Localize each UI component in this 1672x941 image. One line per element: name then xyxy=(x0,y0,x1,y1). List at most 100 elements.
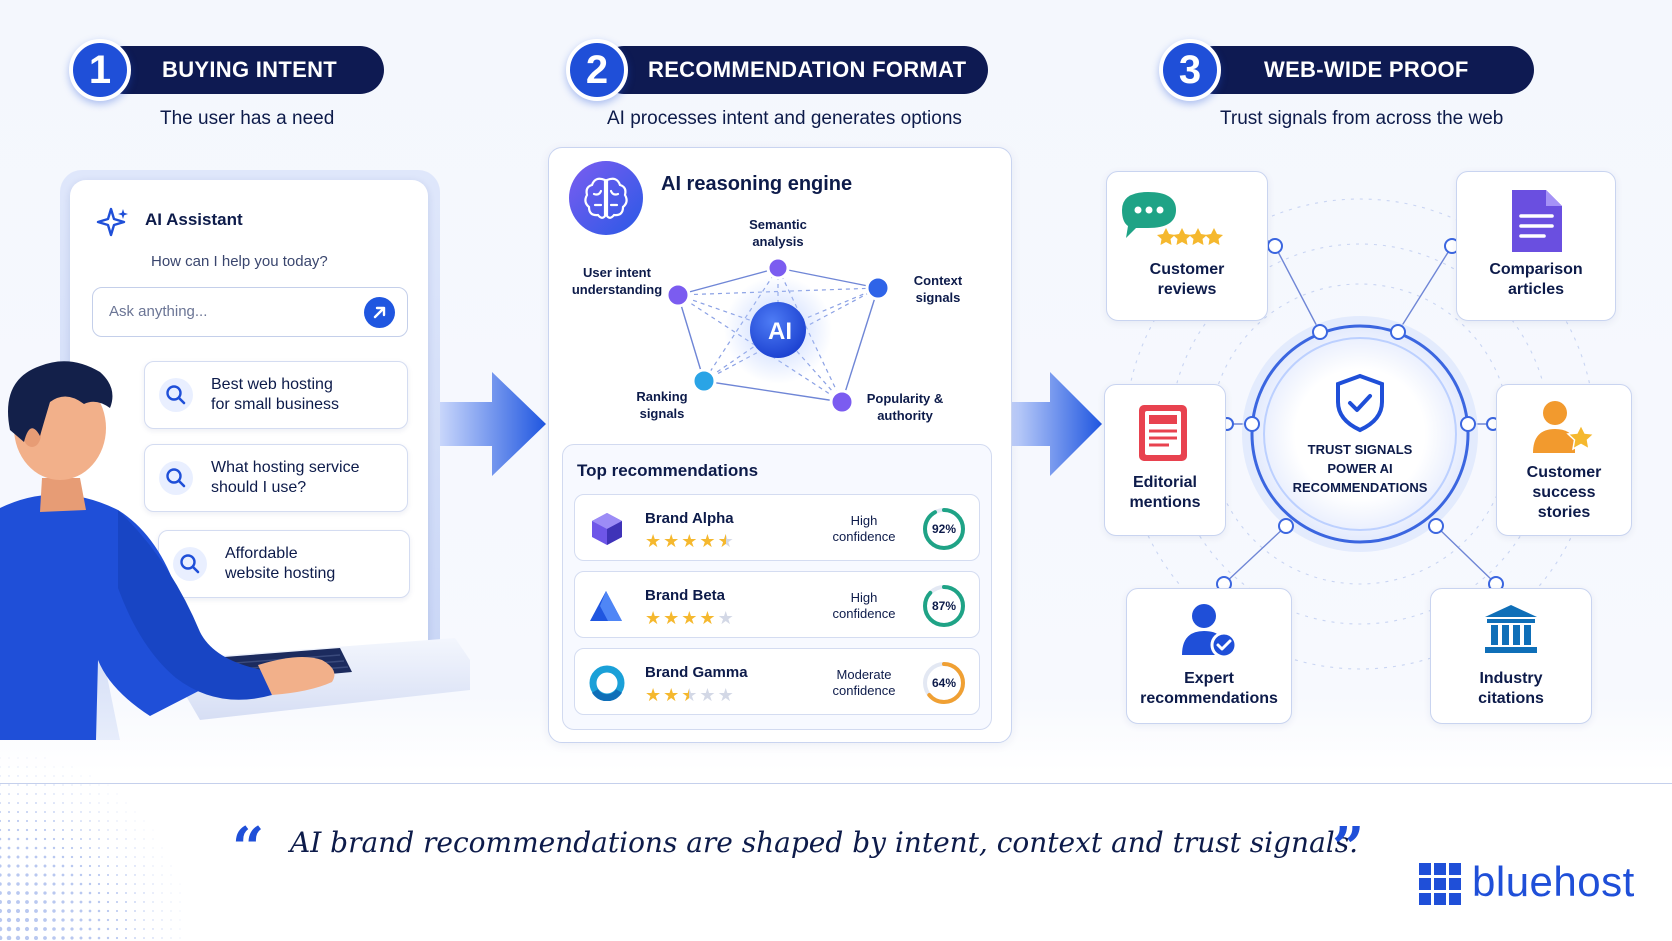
confidence-percent: 87% xyxy=(931,599,957,613)
star-icon: ★ xyxy=(681,531,698,551)
brain-icon xyxy=(569,161,643,235)
star-icon: ★ xyxy=(645,531,662,551)
search-placeholder: Ask anything... xyxy=(109,303,208,320)
star-rating: ★★★★★ xyxy=(645,686,734,704)
star-icon: ★ xyxy=(717,608,734,628)
confidence-percent: 64% xyxy=(931,676,957,690)
step-2-title: RECOMMENDATION FORMAT xyxy=(600,46,988,94)
close-quote-mark: ” xyxy=(1332,815,1365,881)
bluehost-grid-logo-icon xyxy=(1419,863,1461,905)
step-1-subtitle: The user has a need xyxy=(160,108,335,129)
ai-network-diagram xyxy=(665,256,891,415)
confidence-percent: 92% xyxy=(931,522,957,536)
search-icon xyxy=(173,547,207,581)
person-star-icon xyxy=(1533,401,1596,453)
send-button[interactable] xyxy=(364,297,395,328)
star-icon: ★ xyxy=(663,531,680,551)
confidence-ring: 92% xyxy=(921,506,967,552)
star-icon: ★ xyxy=(717,685,734,705)
star-icon: ★ xyxy=(663,608,680,628)
star-icon: ★ xyxy=(681,685,698,705)
search-icon xyxy=(159,461,193,495)
document-icon xyxy=(1512,190,1562,252)
recommendations-title: Top recommendations xyxy=(577,461,759,480)
shield-check-icon xyxy=(1336,373,1384,433)
step-3-subtitle: Trust signals from across the web xyxy=(1220,108,1504,129)
star-rating: ★★★★★ xyxy=(645,609,734,627)
step-2-number: 2 xyxy=(566,39,628,101)
brand-beta-logo xyxy=(590,591,622,621)
assistant-greeting: How can I help you today? xyxy=(151,253,328,270)
brand-alpha-logo xyxy=(592,513,622,545)
arrow-up-right-icon xyxy=(373,306,386,319)
network-node xyxy=(665,256,891,415)
expert-check-icon xyxy=(1182,604,1238,659)
star-icon: ★ xyxy=(699,685,716,705)
star-icon: ★ xyxy=(699,608,716,628)
ai-hub-label: AI xyxy=(768,318,792,345)
arrow-right-icon xyxy=(1008,372,1102,476)
star-icon: ★ xyxy=(663,685,680,705)
brand-name: Brand Gamma xyxy=(645,664,748,681)
open-quote-mark: “ xyxy=(232,815,265,881)
star-icon: ★ xyxy=(699,531,716,551)
brand-name: Brand Alpha xyxy=(645,510,734,527)
confidence-ring: 64% xyxy=(921,660,967,706)
sparkle-icon xyxy=(96,207,128,237)
star-icon: ★ xyxy=(645,608,662,628)
dot-pattern-decoration xyxy=(0,757,181,940)
arrow-right-icon xyxy=(440,372,546,476)
chat-stars-icon xyxy=(1122,192,1223,245)
step-3-title: WEB-WIDE PROOF xyxy=(1190,46,1534,94)
node-label-popularity: Popularity &authority xyxy=(866,391,944,423)
step-2-subtitle: AI processes intent and generates option… xyxy=(607,108,962,129)
step-3-number: 3 xyxy=(1159,39,1221,101)
engine-title: AI reasoning engine xyxy=(661,173,853,195)
user-at-laptop-illustration xyxy=(0,361,470,740)
confidence-ring: 87% xyxy=(921,583,967,629)
step-1-number: 1 xyxy=(69,39,131,101)
section-divider xyxy=(0,783,1672,784)
search-icon xyxy=(159,378,193,412)
star-rating: ★★★★★ xyxy=(645,532,734,550)
bluehost-wordmark: bluehost xyxy=(1472,858,1635,905)
step-1-title: BUYING INTENT xyxy=(100,46,384,94)
search-input[interactable]: Ask anything... xyxy=(92,287,408,337)
newspaper-icon xyxy=(1139,405,1187,461)
assistant-title: AI Assistant xyxy=(145,210,243,229)
star-icon: ★ xyxy=(717,531,734,551)
quote-text: AI brand recommendations are shaped by i… xyxy=(290,826,1359,859)
brand-name: Brand Beta xyxy=(645,587,726,604)
star-icon: ★ xyxy=(645,685,662,705)
